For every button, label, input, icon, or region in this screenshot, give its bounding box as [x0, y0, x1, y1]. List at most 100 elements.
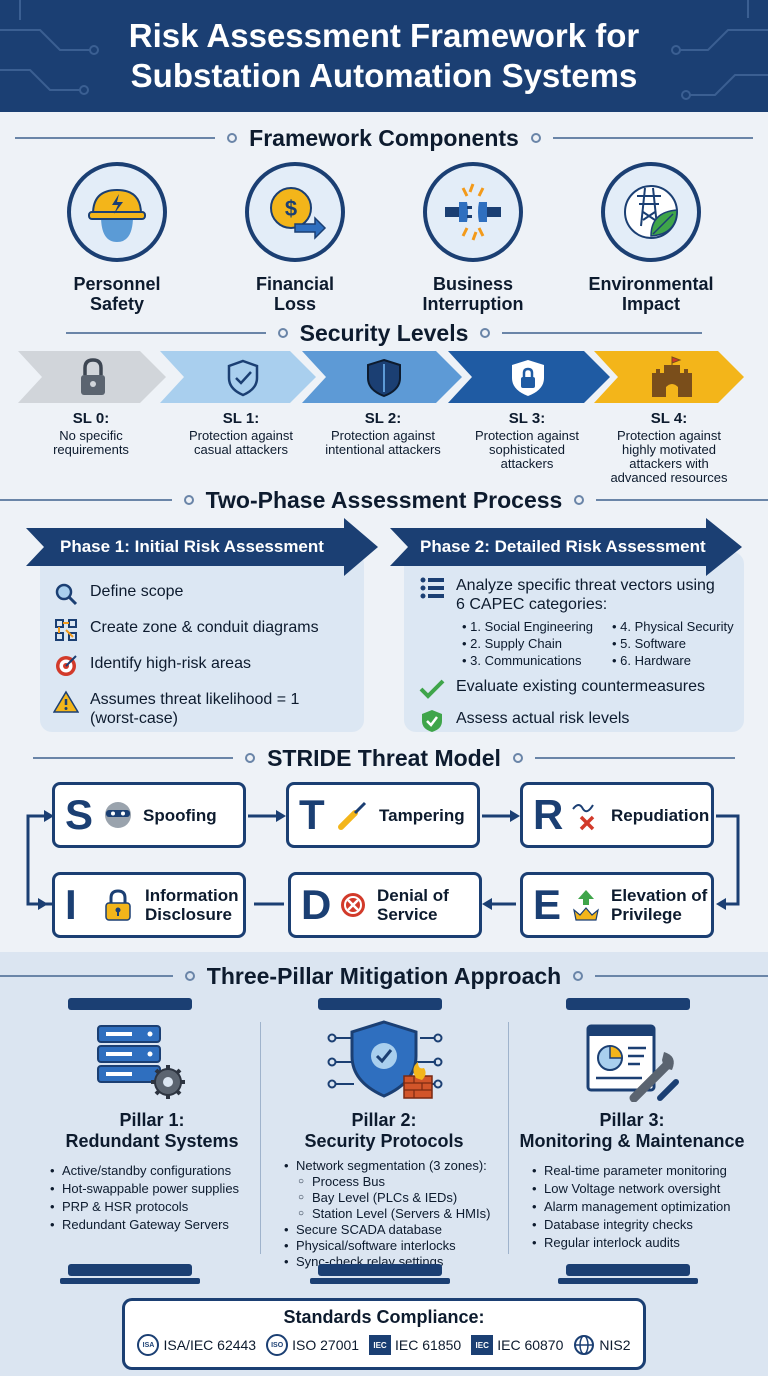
- pillar2-capital: [318, 998, 442, 1010]
- network-shield-icon: [327, 1020, 443, 1099]
- sl2-caption: SL 2:Protection against intentional atta…: [325, 410, 441, 457]
- isa-logo-icon: ISA: [137, 1334, 160, 1356]
- capec-list: • 1. Social Engineering • 2. Supply Chai…: [462, 618, 738, 669]
- phase1-panel: [40, 552, 364, 732]
- capec-item: • 5. Software: [612, 636, 686, 651]
- warning-icon: [53, 690, 79, 713]
- padlock-icon: [81, 358, 105, 395]
- iec-logo-icon: IEC: [471, 1335, 494, 1355]
- shield-lock-icon: [512, 360, 544, 396]
- sl4-caption: SL 4:Protection against highly motivated…: [610, 410, 728, 485]
- section-title-process: Two-Phase Assessment Process: [0, 480, 768, 520]
- pillar-bullet: PRP & HSR protocols: [50, 1198, 272, 1216]
- phase-arrows: [26, 518, 742, 576]
- pillar1-capital: [68, 998, 192, 1010]
- section-title-security-levels: Security Levels: [0, 313, 768, 353]
- stride-repudiation: R Repudiation: [520, 782, 714, 848]
- zone-diagram-icon: [55, 619, 77, 641]
- sl1-chevron: [160, 351, 316, 403]
- phase2-panel: [404, 552, 744, 732]
- pillar1-plinth: [60, 1278, 200, 1284]
- phase1-item: Define scope: [52, 582, 352, 606]
- circuit-pattern-icon: [0, 0, 768, 100]
- pillar-sub-bullet: Station Level (Servers & HMIs): [284, 1206, 504, 1222]
- phase1-list: Define scope Create zone & conduit diagr…: [52, 582, 352, 728]
- standards-title: Standards Compliance:: [283, 1307, 485, 1327]
- security-level-chevrons: [18, 351, 744, 403]
- pillar-bullet: Alarm management optimization: [532, 1198, 752, 1216]
- coin-arrow-icon: $: [270, 187, 327, 240]
- pillar-sub-bullet: Process Bus: [284, 1174, 504, 1190]
- screwdriver-icon: [338, 801, 367, 830]
- pillar3-capital: [566, 998, 690, 1010]
- stride-flow-arrows: [26, 810, 740, 910]
- pillar-bullet: Regular interlock audits: [532, 1234, 752, 1252]
- stride-tampering: T Tampering: [286, 782, 480, 848]
- pillar-bullet: Physical/software interlocks: [284, 1238, 504, 1254]
- monitor-wrench-icon: [586, 1024, 679, 1102]
- shield-icon: [367, 358, 401, 398]
- signature-x-icon: [572, 804, 595, 831]
- pillar-divider: [260, 1022, 261, 1254]
- sl1-caption: SL 1:Protection against casual attackers: [188, 410, 294, 457]
- pillar2-plinth: [310, 1278, 450, 1284]
- capec-item: • 4. Physical Security: [612, 619, 734, 634]
- pillar-bullet: Secure SCADA database: [284, 1222, 504, 1238]
- shield-check-icon: [227, 359, 259, 397]
- lock-key-icon: [105, 889, 131, 921]
- pillar-3: Pillar 3:Monitoring & Maintenance Real-t…: [512, 1110, 752, 1252]
- pillar1-list: Active/standby configurations Hot-swappa…: [50, 1162, 272, 1234]
- phase2-item: Assess actual risk levels: [418, 709, 738, 733]
- sl0-caption: SL 0:No specific requirements: [53, 410, 129, 457]
- phase1-item: Assumes threat likelihood = 1 (worst-cas…: [52, 690, 352, 728]
- capec-item: • 1. Social Engineering: [462, 619, 594, 634]
- pillar-1: Pillar 1:Redundant Systems Active/standb…: [32, 1110, 272, 1234]
- hard-hat-icon: [88, 188, 146, 242]
- pillar-sub-bullet: Bay Level (PLCs & IEDs): [284, 1190, 504, 1206]
- pillar2-base: [318, 1264, 442, 1276]
- globe-icon: [574, 1335, 595, 1355]
- pillar-bullet: Real-time parameter monitoring: [532, 1162, 752, 1180]
- no-entry-icon: [341, 893, 365, 917]
- svg-text:$: $: [285, 196, 297, 221]
- capec-item: • 6. Hardware: [612, 653, 691, 668]
- server-gear-icon: [97, 1025, 185, 1099]
- pillar-divider: [508, 1022, 509, 1254]
- crown-arrow-icon: [573, 890, 599, 921]
- target-icon: [56, 655, 77, 676]
- iec-logo-icon: IEC: [369, 1335, 392, 1355]
- section-title-mitigation: Three-Pillar Mitigation Approach: [0, 956, 768, 996]
- pillar3-plinth: [558, 1278, 698, 1284]
- broken-plug-icon: [445, 183, 501, 241]
- tower-leaf-icon: [624, 185, 678, 239]
- pillar1-base: [68, 1264, 192, 1276]
- castle-icon: [652, 356, 692, 397]
- pillar3-base: [566, 1264, 690, 1276]
- pillar-bullet: Database integrity checks: [532, 1216, 752, 1234]
- phase2-intro: Analyze specific threat vectors using 6 …: [418, 576, 738, 614]
- capec-item: • 3. Communications: [462, 653, 582, 668]
- capec-item: • 2. Supply Chain: [462, 636, 562, 651]
- list-icon: [420, 577, 444, 599]
- checkmark-icon: [419, 679, 445, 699]
- pillar-bullet: Redundant Gateway Servers: [50, 1216, 272, 1234]
- phase2-title: Phase 2: Detailed Risk Assessment: [420, 537, 706, 556]
- mask-icon: [105, 802, 131, 828]
- phase1-item: Create zone & conduit diagrams: [52, 618, 352, 642]
- shield-check-icon: [422, 710, 442, 732]
- pillar-bullet: Network segmentation (3 zones):: [284, 1158, 504, 1174]
